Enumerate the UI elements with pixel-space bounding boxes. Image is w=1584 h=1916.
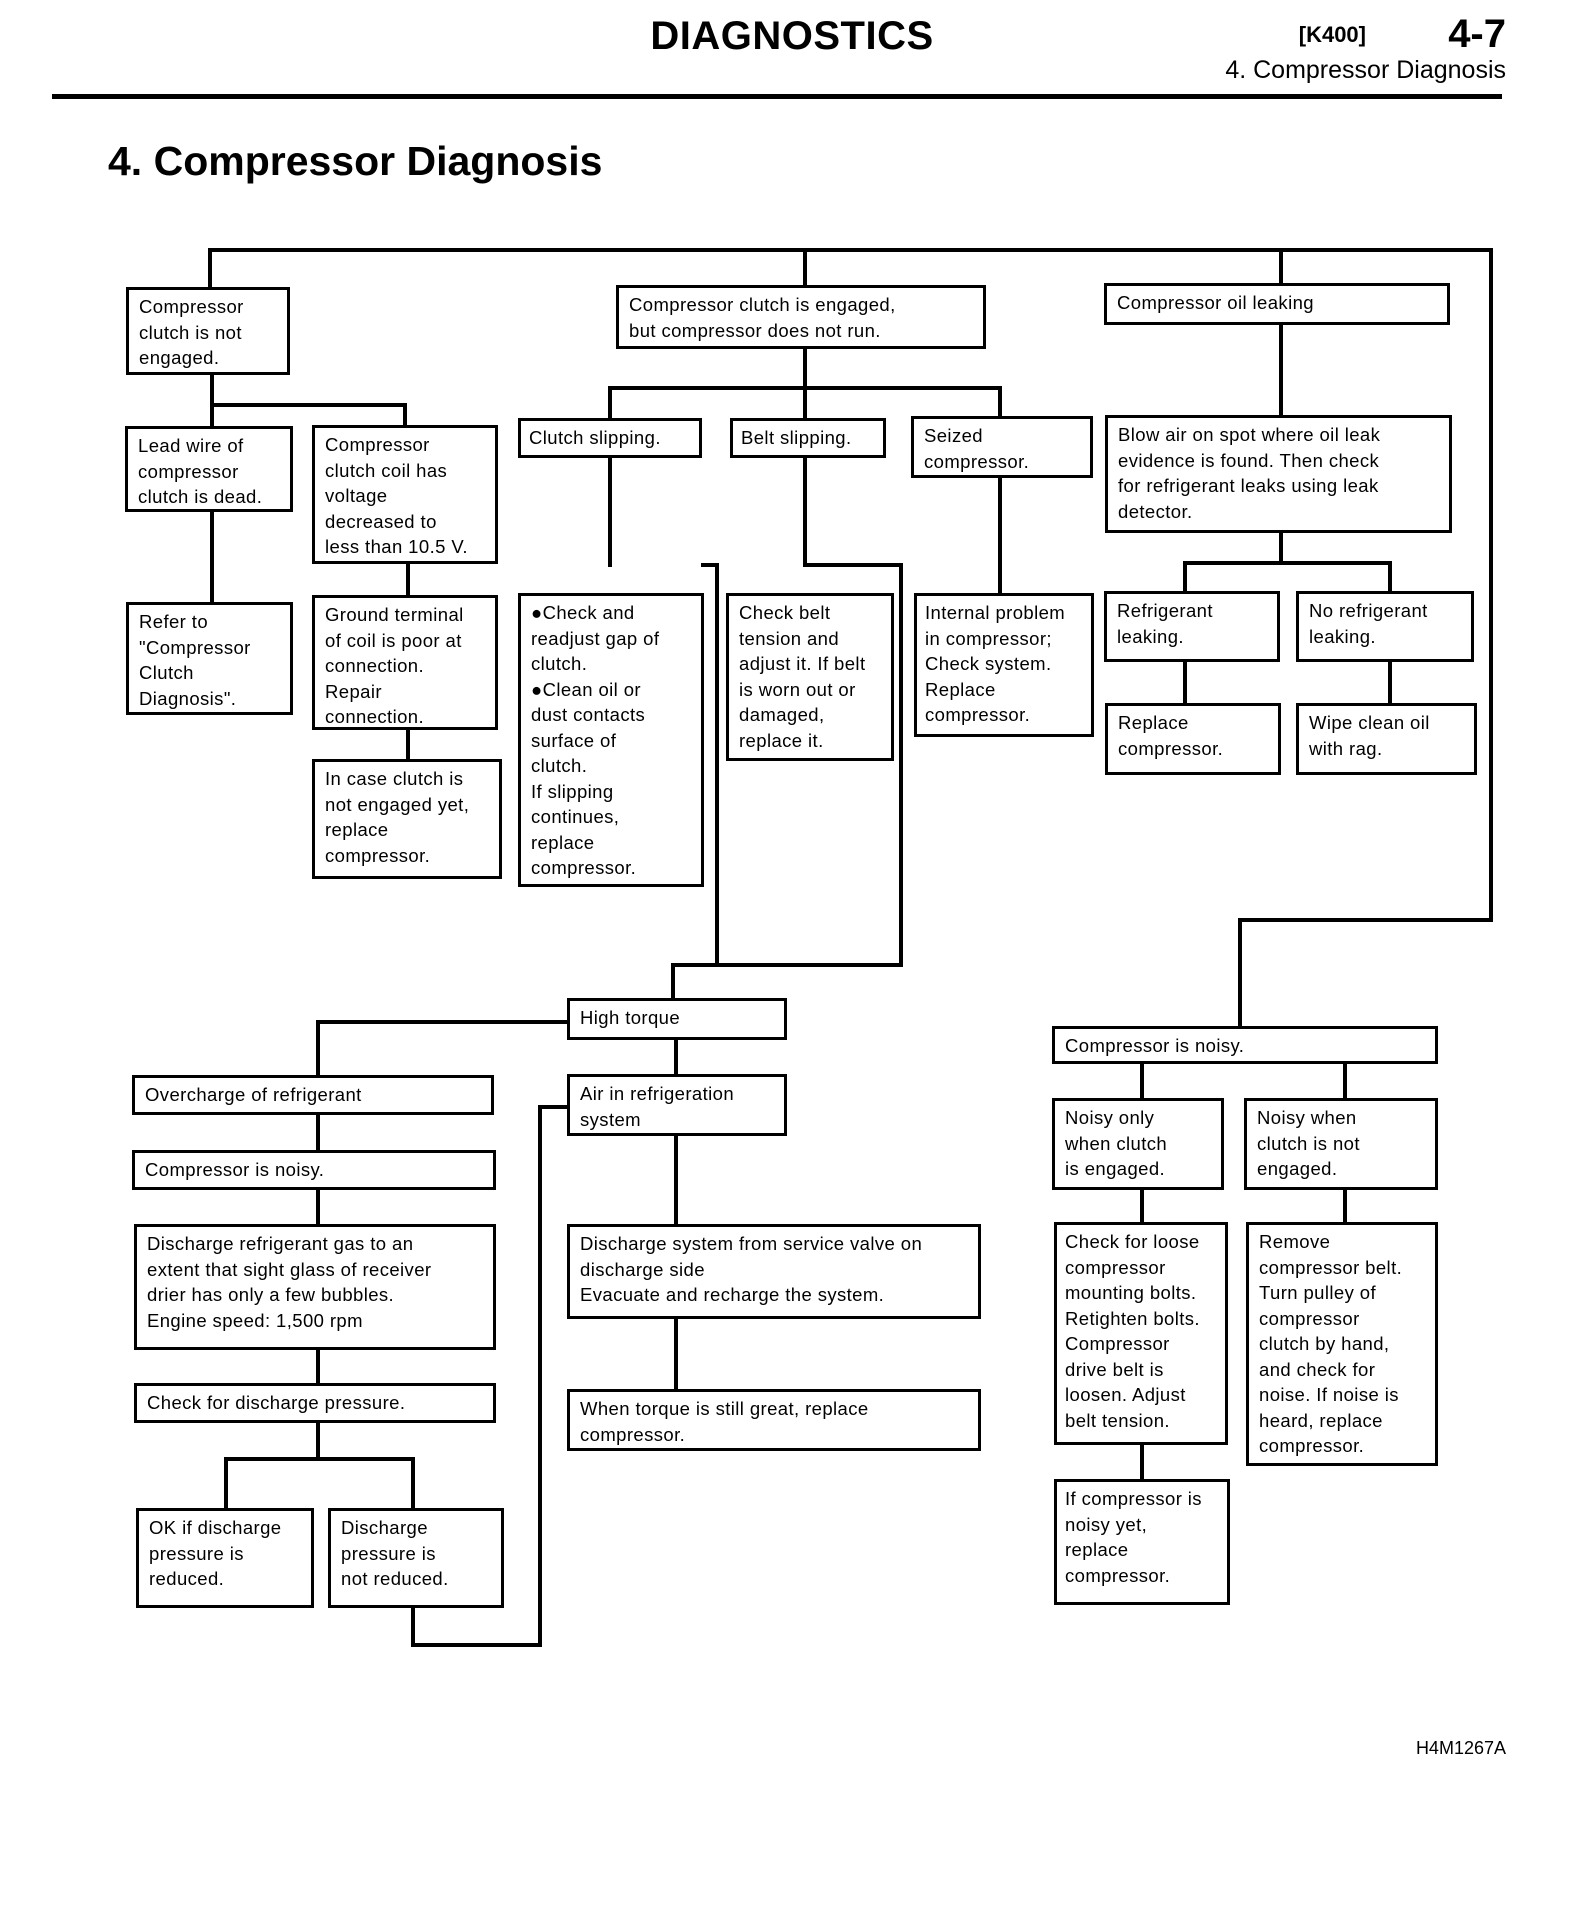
box-noisy-not-engaged: Noisy when clutch is not engaged. [1244, 1098, 1438, 1190]
box-check-belt-tension: Check belt tension and adjust it. If bel… [726, 593, 894, 761]
box-remove-compressor-belt: Remove compressor belt. Turn pulley of c… [1246, 1222, 1438, 1466]
page-header-subtitle: 4. Compressor Diagnosis [1225, 56, 1506, 84]
box-check-readjust-clutch: ●Check and readjust gap of clutch. ●Clea… [518, 593, 704, 887]
box-discharge-system: Discharge system from service valve on d… [567, 1224, 981, 1319]
box-coil-voltage: Compressor clutch coil has voltage decre… [312, 425, 498, 564]
box-lead-wire-dead: Lead wire of compressor clutch is dead. [125, 426, 293, 512]
box-discharge-refrigerant-gas: Discharge refrigerant gas to an extent t… [134, 1224, 496, 1350]
box-compressor-noisy-right: Compressor is noisy. [1052, 1026, 1438, 1064]
box-noisy-yet: If compressor is noisy yet, replace comp… [1054, 1479, 1230, 1605]
box-belt-slipping: Belt slipping. [730, 418, 886, 458]
box-oil-leaking: Compressor oil leaking [1104, 283, 1450, 325]
figure-id: H4M1267A [1415, 1738, 1506, 1758]
box-overcharge-refrigerant: Overcharge of refrigerant [132, 1075, 494, 1115]
box-compressor-noisy-left: Compressor is noisy. [132, 1150, 496, 1190]
box-wipe-clean-oil: Wipe clean oil with rag. [1296, 703, 1477, 775]
box-high-torque: High torque [567, 998, 787, 1040]
box-ground-terminal: Ground terminal of coil is poor at conne… [312, 595, 498, 730]
box-in-case-clutch: In case clutch is not engaged yet, repla… [312, 759, 502, 879]
page-header-title: DIAGNOSTICS [650, 14, 934, 58]
box-refer-clutch-diagnosis: Refer to "Compressor Clutch Diagnosis". [126, 602, 293, 715]
model-code: [K400] [1298, 22, 1366, 47]
box-refrigerant-leaking: Refrigerant leaking. [1104, 591, 1280, 662]
header-rule [52, 94, 1502, 99]
box-engaged-not-run: Compressor clutch is engaged, but compre… [616, 285, 986, 349]
box-blow-air: Blow air on spot where oil leak evidence… [1105, 415, 1452, 533]
box-clutch-slipping: Clutch slipping. [518, 418, 702, 458]
page-number: 4-7 [1448, 12, 1506, 56]
box-pressure-not-reduced: Discharge pressure is not reduced. [328, 1508, 504, 1608]
box-internal-problem: Internal problem in compressor; Check sy… [914, 593, 1094, 737]
box-torque-still-great: When torque is still great, replace comp… [567, 1389, 981, 1451]
section-title: 4. Compressor Diagnosis [108, 138, 603, 184]
box-replace-compressor: Replace compressor. [1105, 703, 1281, 775]
box-seized-compressor: Seized compressor. [911, 416, 1093, 478]
box-check-loose-bolts: Check for loose compressor mounting bolt… [1054, 1222, 1228, 1445]
box-no-refrigerant-leaking: No refrigerant leaking. [1296, 591, 1474, 662]
box-noisy-clutch-engaged: Noisy only when clutch is engaged. [1052, 1098, 1224, 1190]
box-ok-pressure-reduced: OK if discharge pressure is reduced. [136, 1508, 314, 1608]
box-check-discharge-pressure: Check for discharge pressure. [134, 1383, 496, 1423]
box-air-in-system: Air in refrigeration system [567, 1074, 787, 1136]
box-clutch-not-engaged: Compressor clutch is not engaged. [126, 287, 290, 375]
